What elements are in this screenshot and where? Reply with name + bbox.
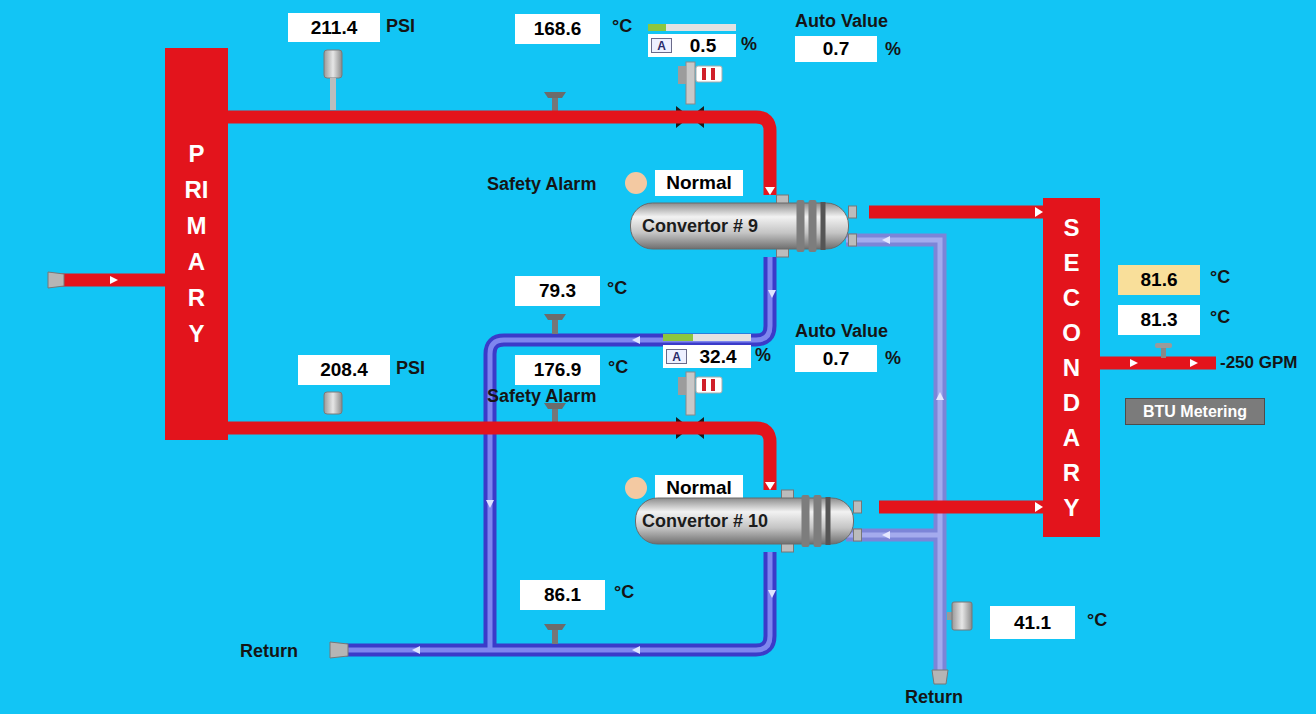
unit-label: °C [1210,306,1230,328]
temperature-transmitter [952,602,972,630]
value-text: BTU Metering [1143,403,1247,421]
pressure-value: 208.4 [298,355,390,385]
value-text: Normal [666,172,731,194]
convertor-name: Convertor # 10 [612,511,768,532]
supply-pipe [879,501,1043,514]
return-pipe [346,257,770,650]
unit-label: °C [1087,609,1107,631]
header-name: PRIMARY [185,136,209,352]
tag-label: Return [905,686,963,708]
tag-label: Safety Alarm [487,173,596,195]
temperature-value: 176.9 [515,355,600,385]
value-text: 0.5 [690,35,716,57]
unit-label: °C [1210,266,1230,288]
alarm-lamp [625,172,647,194]
tag-label: Auto Value [795,320,888,342]
secondary-return-pipe [846,240,940,672]
value-text: A [657,39,666,53]
unit-label: °C [607,277,627,299]
auto-mode-tag: A [651,38,672,53]
unit-label: PSI [396,357,425,379]
convertor-name: Convertor # 9 [612,216,758,237]
pipe-nozzle [48,272,64,288]
pipe-nozzle [330,642,348,658]
temperature-value: 81.3 [1118,305,1200,335]
unit-label: PSI [386,15,415,37]
heat-convertor: Convertor # 10 [612,490,879,552]
unit-label: % [885,347,901,369]
temperature-value: 81.6 [1118,265,1200,295]
alarm-lamp [625,477,647,499]
outlet-pipe [1100,357,1216,370]
supply-pipe [228,117,770,195]
pipe-nozzle [932,670,948,684]
temperature-value: 41.1 [990,606,1075,639]
unit-label: °C [612,15,632,37]
valve-output-value: 0.5 A [648,34,736,57]
pressure-value: 211.4 [288,13,380,42]
unit-label: °C [608,356,628,378]
value-text: 81.6 [1141,269,1178,291]
flow-arrow [412,290,776,654]
value-text: A [672,350,681,364]
value-text: 32.4 [700,346,737,368]
auto-mode-tag: A [666,349,687,364]
pressure-transmitter [324,50,342,78]
temperature-gauge [1155,343,1172,348]
alarm-status: Normal [655,170,743,196]
temperature-value: 79.3 [515,276,600,306]
value-text: 208.4 [320,359,368,381]
primary-header: PRIMARY [165,48,228,440]
temperature-value: 86.1 [520,580,605,610]
value-text: 79.3 [539,280,576,302]
tag-label: Return [240,640,298,662]
unit-label: % [741,33,757,55]
temperature-value: 168.6 [515,14,600,44]
valve-output-value: 32.4 A [663,345,751,368]
tag-label: Safety Alarm [487,385,596,407]
header-name: SECONDARY [1060,210,1084,525]
value-text: 41.1 [1014,612,1051,634]
value-text: 86.1 [544,584,581,606]
auto-value: 0.7 [795,36,877,62]
valve-position-bar [648,24,736,31]
tag-label: -250 GPM [1220,352,1297,374]
valve-position-bar [663,334,751,341]
value-text: 211.4 [311,17,358,39]
unit-label: % [885,38,901,60]
tag-label: Auto Value [795,10,888,32]
value-text: Normal [666,477,731,499]
heat-convertor: Convertor # 9 [612,195,869,257]
unit-label: °C [614,581,634,603]
value-text: 81.3 [1141,309,1178,331]
btu-button: BTU Metering [1125,398,1265,425]
value-text: 176.9 [534,359,582,381]
value-text: 168.6 [534,18,582,40]
supply-pipe [869,206,1043,219]
secondary-header: SECONDARY [1043,198,1100,537]
value-text: 0.7 [823,348,849,370]
pressure-transmitter [324,392,342,414]
auto-value: 0.7 [795,345,877,372]
inlet-pipe [60,274,166,287]
value-text: 0.7 [823,38,849,60]
alarm-status: Normal [655,475,743,501]
unit-label: % [755,344,771,366]
